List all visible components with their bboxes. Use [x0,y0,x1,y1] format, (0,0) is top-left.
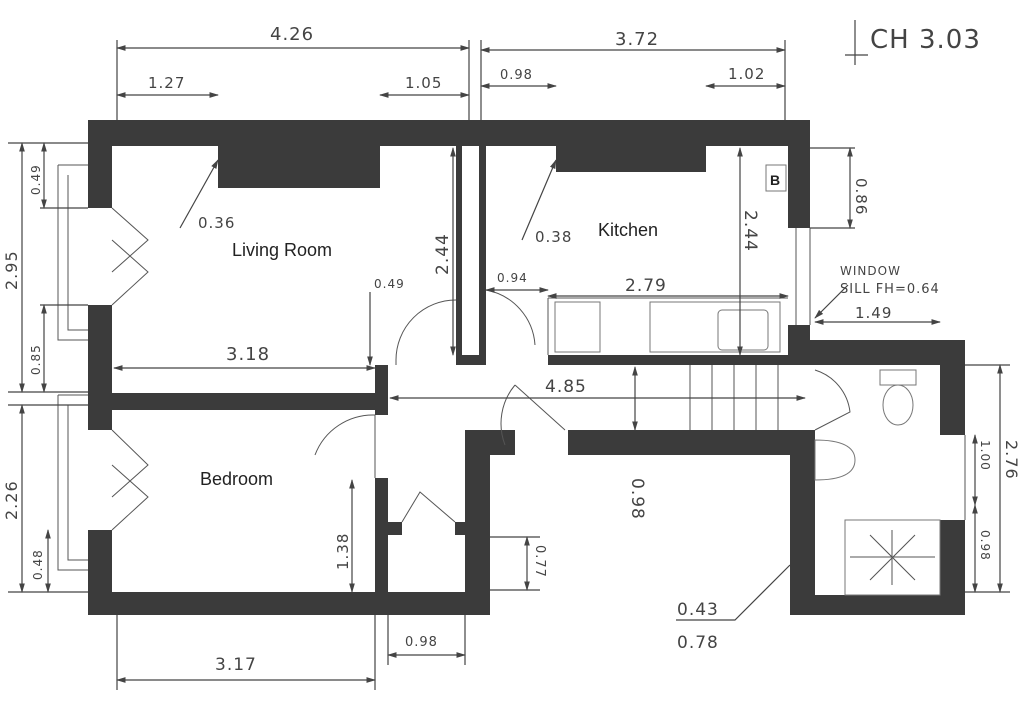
dim-door-living: 0.49 [374,277,405,291]
kitchen-chimney-breast [556,146,706,172]
kitchen-door-swing [485,289,536,346]
dim-living-right: 1.05 [405,74,442,92]
window-note-line1: WINDOW [840,264,901,278]
fixtures [57,164,976,596]
dim-door-kitchen: 0.94 [497,271,528,285]
boiler-label: B [770,172,780,188]
room-label-bedroom: Bedroom [200,469,273,489]
dim-bedroom-width: 3.17 [215,655,257,675]
dim-left-total-bottom: 2.26 [2,480,21,520]
window-note-line2: SILL FH=0.64 [840,282,940,297]
hall-door-swing [500,384,566,446]
dim-left-bottom-pier: 0.48 [31,549,45,580]
basin [814,439,856,481]
dim-chimney-living: 0.36 [198,214,235,232]
living-chimney-breast [218,146,380,188]
dim-left-top-pier: 0.49 [29,164,43,195]
dim-kitchen-height: 2.44 [740,210,760,252]
dim-kitchen-window: 0.86 [852,178,870,215]
kitchen-sink [717,309,769,351]
bedroom-door-swing [314,414,376,478]
dim-living-left: 1.27 [148,74,185,92]
dim-bath-note-top: 0.43 [677,600,719,620]
dim-bath-width: 1.49 [855,304,892,322]
dim-left-total-top: 2.95 [2,250,21,290]
dim-bath-note-bottom: 0.78 [677,633,719,653]
dim-top-living: 4.26 [270,24,314,45]
dim-kitchen-left: 0.98 [500,68,533,83]
dim-right-total: 2.76 [1002,440,1021,480]
dimension-lines [8,20,1010,690]
dim-living-width: 3.18 [226,344,270,365]
dimension-labels: 4.26 3.72 1.27 1.05 0.98 1.02 0.36 0.38 … [2,24,1021,675]
dim-right-window: 1.00 [978,440,992,471]
ceiling-height-label: CH 3.03 [870,25,981,55]
dim-cupboard: 0.77 [532,545,547,578]
dim-bedroom-depth: 1.38 [334,533,352,570]
dim-living-height: 2.44 [433,233,453,275]
dim-kitchen-right: 1.02 [728,65,765,83]
dim-hall-width: 0.98 [627,478,647,520]
dim-top-kitchen: 3.72 [615,29,659,50]
dim-cupboard-width: 0.98 [405,635,438,650]
room-label-living: Living Room [232,240,332,260]
bedroom-window-casement [111,429,149,531]
bath-door-swing [814,369,851,431]
cupboard-door [401,491,456,523]
living-door-swing [395,299,457,365]
dim-right-pier: 0.98 [978,530,992,561]
walls [88,120,965,615]
dim-kitchen-counter: 2.79 [625,276,667,296]
dim-left-mid-pier: 0.85 [29,344,43,375]
dim-chimney-kitchen: 0.38 [535,228,572,246]
toilet [882,384,914,426]
dim-hall-length: 4.85 [545,377,587,397]
living-window-casement [111,207,149,306]
room-label-kitchen: Kitchen [598,220,658,240]
